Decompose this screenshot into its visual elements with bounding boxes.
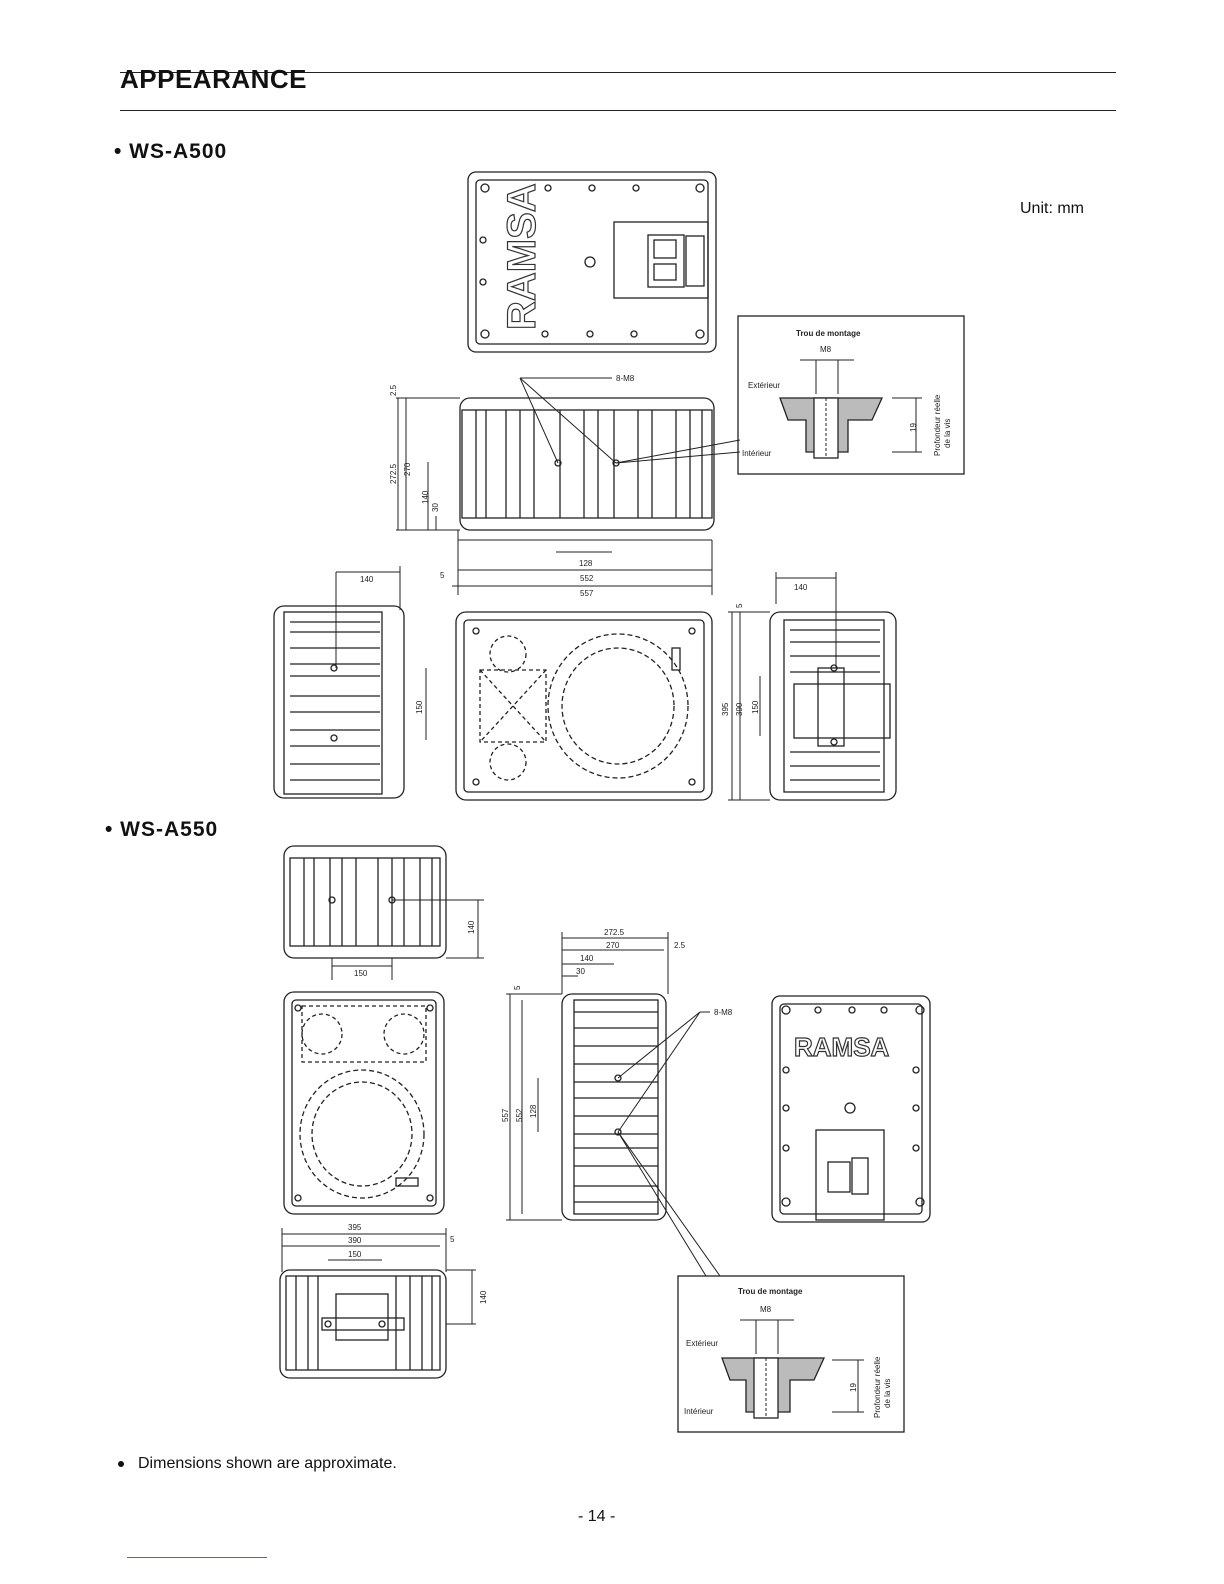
a500-mount-depth: 19 bbox=[909, 423, 918, 432]
a500-mount-label: 8-M8 bbox=[616, 374, 635, 383]
a500-mount-depth-label-1: Profondeur réelle bbox=[933, 394, 942, 456]
a550-dim-557: 557 bbox=[501, 1108, 510, 1122]
a500-brand-logo: RAMSA bbox=[500, 183, 544, 330]
a550-side-view bbox=[506, 932, 721, 1277]
a500-mount-depth-label-2: de la vis bbox=[943, 419, 952, 448]
a550-mount-depth-label-1: Profondeur réelle bbox=[873, 1356, 882, 1418]
page-number: - 14 - bbox=[578, 1508, 616, 1525]
a500-side-dimensions bbox=[396, 397, 713, 595]
model-heading-ws-a550: • WS-A550 bbox=[105, 818, 219, 841]
a500-dim-2-5: 2.5 bbox=[389, 384, 398, 396]
a550-dim-140: 140 bbox=[580, 954, 594, 963]
a500-side-view bbox=[459, 377, 741, 531]
page-title: APPEARANCE bbox=[120, 64, 308, 94]
a550-dim-2-5: 2.5 bbox=[674, 941, 686, 950]
a500-front-view bbox=[455, 611, 770, 801]
a550-dim-552: 552 bbox=[515, 1108, 524, 1122]
footer-line bbox=[127, 1557, 267, 1558]
a500-right-dim-140: 140 bbox=[794, 583, 808, 592]
footnote: Dimensions shown are approximate. bbox=[118, 1455, 397, 1473]
a550-mount-title: Trou de montage bbox=[738, 1287, 803, 1296]
a550-dim-150: 150 bbox=[348, 1250, 362, 1259]
a550-dim-128: 128 bbox=[529, 1104, 538, 1118]
model-heading-ws-a500: • WS-A500 bbox=[114, 140, 228, 163]
footnote-text: Dimensions shown are approximate. bbox=[138, 1455, 397, 1472]
a550-mount-bolt: M8 bbox=[760, 1305, 772, 1314]
a500-mount-title: Trou de montage bbox=[796, 329, 861, 338]
a500-right-view bbox=[769, 572, 897, 801]
a500-dim-272-5: 272.5 bbox=[389, 463, 398, 484]
a550-rear-view bbox=[771, 995, 931, 1223]
a500-dim-150: 150 bbox=[751, 700, 760, 714]
a550-mount-depth-label-2: de la vis bbox=[883, 1379, 892, 1408]
a550-mount-detail bbox=[677, 1275, 905, 1433]
a550-dim-390: 390 bbox=[348, 1236, 362, 1245]
unit-label: Unit: mm bbox=[1020, 200, 1084, 217]
a550-mount-label: 8-M8 bbox=[714, 1008, 733, 1017]
a500-left-dim-150: 150 bbox=[415, 700, 424, 714]
a550-mount-inside: Intérieur bbox=[684, 1407, 714, 1416]
a500-mount-detail bbox=[737, 315, 965, 475]
a550-bottom-view bbox=[279, 1228, 476, 1379]
a550-brand-logo: RAMSA bbox=[794, 1032, 890, 1062]
a550-dim-30: 30 bbox=[576, 967, 585, 976]
header-rule-bottom bbox=[120, 110, 1116, 111]
a550-mount-outside: Extérieur bbox=[686, 1339, 718, 1348]
a550-top-view bbox=[283, 845, 484, 980]
a500-dim-395: 395 bbox=[721, 702, 730, 716]
a500-dim-30: 30 bbox=[431, 503, 440, 512]
a550-front-view bbox=[283, 991, 445, 1215]
a500-left-view bbox=[273, 566, 427, 799]
a500-dim-140: 140 bbox=[421, 490, 430, 504]
a500-dim-557: 557 bbox=[580, 589, 594, 598]
a500-mount-outside: Extérieur bbox=[748, 381, 780, 390]
a500-dim-390: 390 bbox=[735, 702, 744, 716]
a550-dim-272-5: 272.5 bbox=[604, 928, 625, 937]
bullet-icon bbox=[118, 1460, 124, 1467]
a500-dim-5: 5 bbox=[440, 571, 445, 580]
a550-mount-depth: 19 bbox=[849, 1383, 858, 1392]
a550-dim-270: 270 bbox=[606, 941, 620, 950]
a500-dim-552: 552 bbox=[580, 574, 594, 583]
a500-dim-270: 270 bbox=[403, 462, 412, 476]
a500-mount-inside: Intérieur bbox=[742, 449, 772, 458]
a500-left-dim-140: 140 bbox=[360, 575, 374, 584]
a550-dim-5b: 5 bbox=[513, 985, 522, 990]
a550-top-dim-150: 150 bbox=[354, 969, 368, 978]
a550-dim-395: 395 bbox=[348, 1223, 362, 1232]
a500-dim-128: 128 bbox=[579, 559, 593, 568]
a500-mount-bolt: M8 bbox=[820, 345, 832, 354]
a500-dim-5b: 5 bbox=[735, 603, 744, 608]
a550-top-dim-140: 140 bbox=[467, 920, 476, 934]
header-rule-top bbox=[120, 72, 1116, 73]
a550-dim-140b: 140 bbox=[479, 1290, 488, 1304]
a500-rear-view bbox=[467, 171, 717, 353]
a550-dim-5: 5 bbox=[450, 1235, 455, 1244]
